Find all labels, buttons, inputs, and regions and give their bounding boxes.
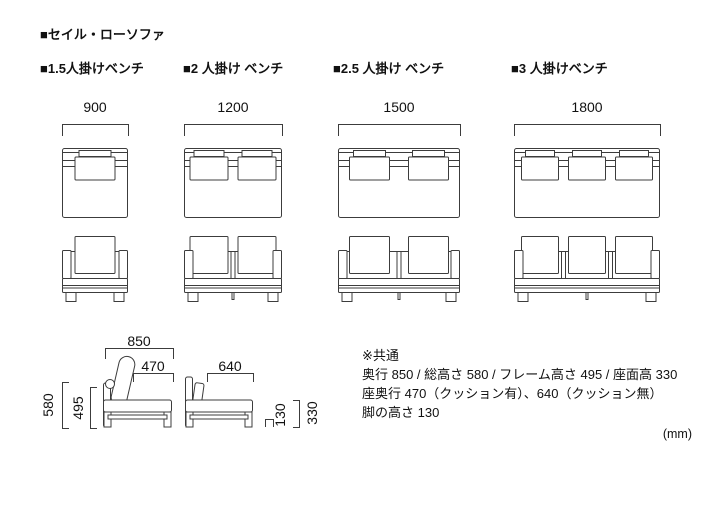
- variant-label-2-5p: ■2.5 人掛け ベンチ: [333, 61, 445, 76]
- depth-dim-label: 850: [127, 333, 151, 349]
- unit-label: (mm): [662, 427, 692, 441]
- width-dim-label: 1200: [217, 99, 249, 115]
- top-view: [338, 148, 460, 218]
- top-view: [514, 148, 660, 218]
- seat-depth-cushion-dim-label: 470: [141, 358, 165, 374]
- front-view: [514, 236, 660, 302]
- dim-bracket: [184, 124, 283, 136]
- top-view: [184, 148, 282, 218]
- variant-label-1-5p: ■1.5人掛けベンチ: [40, 61, 144, 76]
- side-view-with-cushion: [103, 355, 172, 428]
- dim-bracket: [338, 124, 461, 136]
- page-title: ■セイル・ローソファ: [40, 27, 165, 42]
- side-view-without-cushion: [185, 376, 253, 428]
- dim-bracket: [514, 124, 661, 136]
- width-dim-label: 900: [83, 99, 107, 115]
- width-dim-label: 1800: [571, 99, 603, 115]
- dim-bracket: [105, 348, 174, 359]
- seat-depth-nocushion-dim-label: 640: [218, 358, 242, 374]
- notes-heading: ※共通: [362, 348, 399, 363]
- notes-line: 脚の高さ 130: [362, 405, 440, 420]
- variant-label-3p: ■3 人掛けベンチ: [511, 61, 608, 76]
- variant-label-2p: ■2 人掛け ベンチ: [183, 61, 284, 76]
- dim-bracket: [62, 124, 129, 136]
- dim-bracket: [207, 373, 254, 382]
- front-view: [184, 236, 282, 302]
- notes-line: 奥行 850 / 総高さ 580 / フレーム高さ 495 / 座面高 330: [362, 367, 678, 382]
- leg-height-dim-label: 130: [272, 403, 288, 427]
- dim-bracket: [133, 373, 174, 382]
- front-view: [62, 236, 128, 302]
- total-height-dim-label: 580: [40, 393, 56, 417]
- dim-bracket: [62, 382, 69, 429]
- leg-height-bracket: [265, 419, 274, 427]
- dim-bracket: [293, 400, 300, 428]
- width-dim-label: 1500: [383, 99, 415, 115]
- front-view: [338, 236, 460, 302]
- seat-height-dim-label: 330: [304, 401, 320, 425]
- top-view: [62, 148, 128, 218]
- common-notes: ※共通 奥行 850 / 総高さ 580 / フレーム高さ 495 / 座面高 …: [362, 346, 677, 422]
- frame-height-dim-label: 495: [70, 396, 86, 420]
- notes-line: 座奥行 470（クッション有）、640（クッション無）: [362, 386, 663, 401]
- dim-bracket: [90, 387, 97, 429]
